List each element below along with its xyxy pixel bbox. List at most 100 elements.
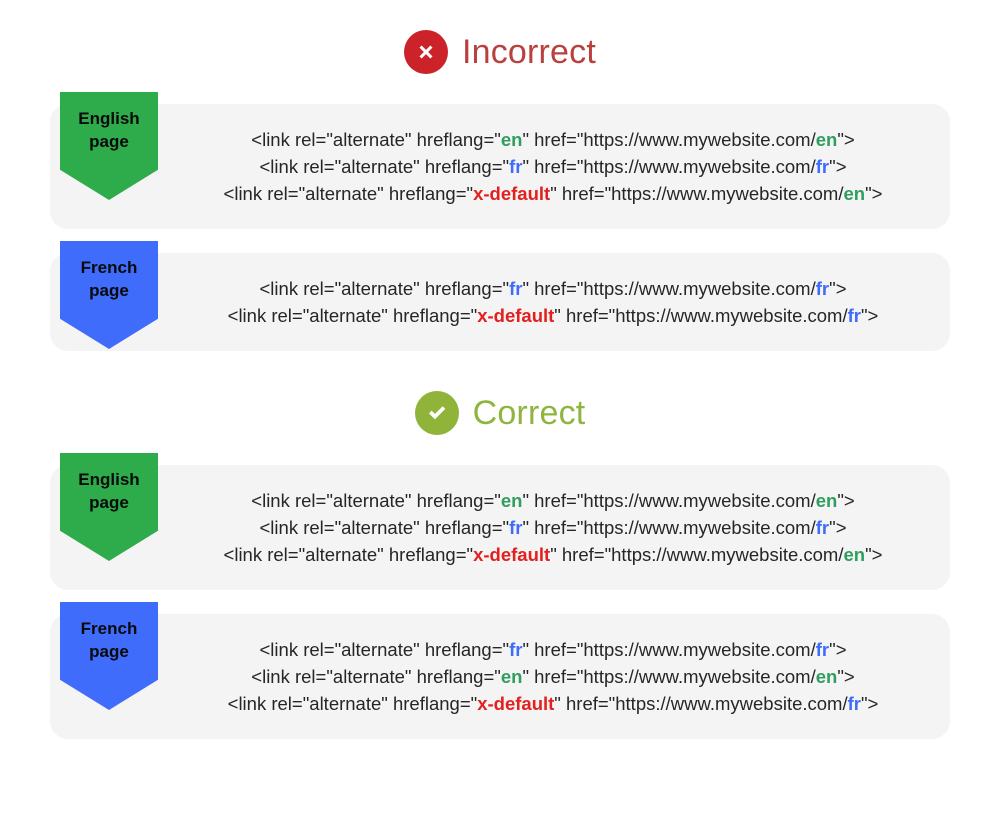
x-circle-icon	[403, 30, 448, 74]
code-line: <link rel="alternate" hreflang="x-defaul…	[228, 690, 879, 717]
code-segment-post: ">	[829, 517, 847, 538]
code-line: <link rel="alternate" hreflang="en" href…	[251, 487, 854, 514]
hreflang-value-token: fr	[509, 517, 523, 538]
code-segment-pre: <link rel="alternate" hreflang="	[251, 490, 501, 511]
url-locale-token: fr	[815, 639, 830, 660]
url-locale-token: en	[815, 129, 838, 150]
code-segment-post: ">	[837, 490, 855, 511]
tag-column: English page	[50, 92, 170, 229]
url-locale-token: fr	[815, 517, 830, 538]
hreflang-value-token: fr	[509, 156, 523, 177]
url-locale-token: fr	[847, 693, 861, 714]
code-segment-pre: <link rel="alternate" hreflang="	[259, 639, 510, 660]
code-line: <link rel="alternate" hreflang="en" href…	[251, 663, 854, 690]
section-label: Correct	[472, 394, 586, 432]
tag-label-line2: page	[89, 280, 129, 300]
url-locale-token: fr	[815, 156, 830, 177]
tag-label-line1: French	[80, 258, 138, 277]
hreflang-value-token: fr	[509, 278, 523, 299]
code-line: <link rel="alternate" hreflang="fr" href…	[260, 636, 847, 663]
code-segment-pre: <link rel="alternate" hreflang="	[227, 693, 478, 714]
code-segment-post: ">	[829, 639, 847, 660]
code-segment-post: ">	[837, 129, 855, 150]
code-segment-post: ">	[865, 183, 883, 204]
code-card: English page <link rel="alternate" hreflan…	[50, 92, 950, 229]
hreflang-value-token: x-default	[477, 305, 555, 326]
code-segment-pre: <link rel="alternate" hreflang="	[223, 183, 474, 204]
top-spacer	[0, 0, 1000, 24]
code-segment-mid: " href="https://www.mywebsite.com/	[522, 490, 816, 511]
code-segment-pre: <link rel="alternate" hreflang="	[251, 666, 501, 687]
section-heading-incorrect: Incorrect	[0, 24, 1000, 80]
url-locale-token: en	[843, 183, 866, 204]
code-segment-post: ">	[829, 156, 847, 177]
code-segment-post: ">	[860, 305, 879, 326]
code-block: <link rel="alternate" hreflang="en" href…	[170, 104, 950, 229]
tag-label-line2: page	[89, 131, 129, 151]
url-locale-token: en	[815, 490, 838, 511]
section-heading-correct: Correct	[0, 385, 1000, 441]
code-line: <link rel="alternate" hreflang="fr" href…	[260, 514, 847, 541]
code-segment-mid: " href="https://www.mywebsite.com/	[550, 544, 844, 565]
hreflang-value-token: en	[500, 666, 523, 687]
url-locale-token: fr	[815, 278, 830, 299]
code-segment-pre: <link rel="alternate" hreflang="	[227, 305, 478, 326]
code-segment-pre: <link rel="alternate" hreflang="	[223, 544, 474, 565]
hreflang-value-token: x-default	[477, 693, 555, 714]
tag-label-line1: French	[80, 619, 138, 638]
code-segment-post: ">	[865, 544, 883, 565]
code-segment-mid: " href="https://www.mywebsite.com/	[522, 278, 816, 299]
url-locale-token: en	[843, 544, 866, 565]
url-locale-token: fr	[847, 305, 861, 326]
hreflang-value-token: x-default	[473, 183, 551, 204]
code-segment-pre: <link rel="alternate" hreflang="	[259, 517, 510, 538]
french-page-tag: French page	[60, 602, 158, 710]
check-circle-icon	[414, 391, 459, 435]
french-page-tag: French page	[60, 241, 158, 349]
code-segment-pre: <link rel="alternate" hreflang="	[251, 129, 501, 150]
section-gap	[0, 351, 1000, 385]
tag-label-line2: page	[89, 492, 129, 512]
code-segment-post: ">	[860, 693, 879, 714]
hreflang-value-token: fr	[509, 639, 523, 660]
code-segment-mid: " href="https://www.mywebsite.com/	[522, 666, 816, 687]
tag-label-line1: English	[78, 109, 140, 128]
code-block: <link rel="alternate" hreflang="en" href…	[170, 465, 950, 590]
code-segment-mid: " href="https://www.mywebsite.com/	[522, 129, 816, 150]
code-block: <link rel="alternate" hreflang="fr" href…	[170, 614, 950, 739]
code-segment-pre: <link rel="alternate" hreflang="	[259, 156, 510, 177]
code-segment-mid: " href="https://www.mywebsite.com/	[522, 156, 816, 177]
code-line: <link rel="alternate" hreflang="fr" href…	[260, 153, 847, 180]
code-segment-post: ">	[837, 666, 855, 687]
code-line: <link rel="alternate" hreflang="x-defaul…	[224, 180, 883, 207]
url-locale-token: en	[815, 666, 838, 687]
code-block: <link rel="alternate" hreflang="fr" href…	[170, 253, 950, 351]
english-page-tag: English page	[60, 92, 158, 200]
tag-label-line2: page	[89, 641, 129, 661]
tag-column: French page	[50, 241, 170, 351]
hreflang-value-token: en	[500, 490, 523, 511]
code-segment-mid: " href="https://www.mywebsite.com/	[554, 693, 848, 714]
code-segment-mid: " href="https://www.mywebsite.com/	[522, 517, 816, 538]
code-line: <link rel="alternate" hreflang="x-defaul…	[228, 302, 879, 329]
code-segment-pre: <link rel="alternate" hreflang="	[259, 278, 510, 299]
code-line: <link rel="alternate" hreflang="en" href…	[251, 126, 854, 153]
code-segment-mid: " href="https://www.mywebsite.com/	[550, 183, 844, 204]
code-card: French page <link rel="alternate" hreflang…	[50, 602, 950, 739]
hreflang-value-token: en	[500, 129, 523, 150]
code-line: <link rel="alternate" hreflang="fr" href…	[260, 275, 847, 302]
tag-column: French page	[50, 602, 170, 739]
code-segment-post: ">	[829, 278, 847, 299]
section-label: Incorrect	[461, 33, 597, 71]
code-segment-mid: " href="https://www.mywebsite.com/	[522, 639, 816, 660]
hreflang-value-token: x-default	[473, 544, 551, 565]
code-segment-mid: " href="https://www.mywebsite.com/	[554, 305, 848, 326]
code-card: French page <link rel="alternate" hreflang…	[50, 241, 950, 351]
